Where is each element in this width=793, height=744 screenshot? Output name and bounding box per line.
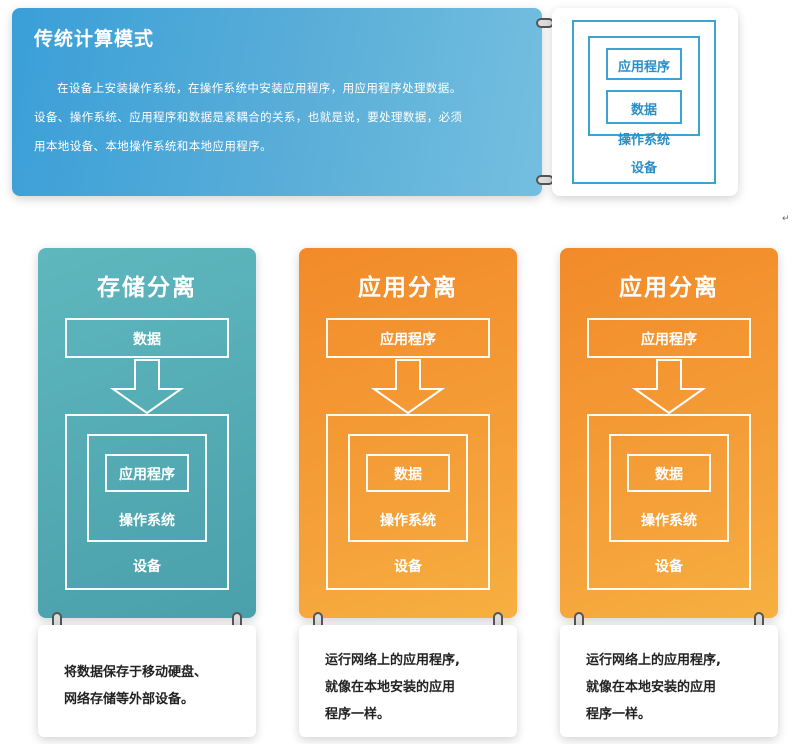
- os-frame: 应用程序 操作系统: [87, 434, 207, 542]
- paragraph-mark-icon: ↵: [782, 214, 790, 224]
- app-box-label: 应用程序: [617, 60, 670, 75]
- column-title: 应用分离: [358, 275, 458, 301]
- app-separation-note-2: 运行网络上的应用程序, 就像在本地安装的应用 程序一样。: [560, 625, 778, 737]
- os-frame: 数据 操作系统: [609, 434, 729, 542]
- device-label: 设备: [394, 559, 422, 575]
- os-frame: 数据 操作系统: [348, 434, 468, 542]
- down-arrow-icon: [371, 359, 445, 415]
- device-frame: 应用程序 数据 操作系统 设备: [572, 20, 716, 184]
- storage-separation-note: 将数据保存于移动硬盘、 网络存储等外部设备。: [38, 625, 256, 737]
- inner-box: 数据: [366, 454, 450, 492]
- os-label: 操作系统: [617, 133, 670, 148]
- app-separation-card: 应用分离 应用程序 数据 操作系统 设备: [299, 248, 517, 618]
- column-title: 应用分离: [619, 275, 719, 301]
- banner-title: 传统计算模式: [34, 28, 155, 50]
- app-box: 应用程序: [606, 48, 682, 80]
- banner-line-1: 在设备上安装操作系统，在操作系统中安装应用程序，用应用程序处理数据。: [57, 81, 462, 95]
- app-separation-note: 运行网络上的应用程序, 就像在本地安装的应用 程序一样。: [299, 625, 517, 737]
- banner-line-3: 用本地设备、本地操作系统和本地应用程序。: [34, 139, 272, 153]
- inner-box: 数据: [627, 454, 711, 492]
- os-label: 操作系统: [119, 513, 175, 529]
- top-box: 应用程序: [326, 318, 490, 358]
- data-box-label: 数据: [630, 103, 657, 118]
- os-frame: 应用程序 数据 操作系统: [588, 36, 700, 148]
- banner-paragraph: 在设备上安装操作系统，在操作系统中安装应用程序，用应用程序处理数据。 设备、操作…: [34, 74, 532, 161]
- inner-box-label: 数据: [655, 467, 683, 483]
- traditional-diagram-card: 应用程序 数据 操作系统 设备: [552, 8, 738, 196]
- os-label: 操作系统: [380, 513, 436, 529]
- device-frame: 数据 操作系统 设备: [326, 414, 490, 590]
- device-label: 设备: [133, 559, 161, 575]
- banner-line-2: 设备、操作系统、应用程序和数据是紧耦合的关系，也就是说，要处理数据，必须: [34, 110, 463, 124]
- top-box-label: 应用程序: [380, 332, 436, 348]
- os-label: 操作系统: [641, 513, 697, 529]
- traditional-computing-banner: 传统计算模式 在设备上安装操作系统，在操作系统中安装应用程序，用应用程序处理数据…: [12, 8, 542, 196]
- note-line: 程序一样。: [586, 707, 652, 722]
- device-frame: 应用程序 操作系统 设备: [65, 414, 229, 590]
- inner-box-label: 数据: [394, 467, 422, 483]
- down-arrow-icon: [110, 359, 184, 415]
- data-box: 数据: [606, 90, 682, 124]
- column-title: 存储分离: [97, 275, 197, 301]
- device-label: 设备: [630, 161, 657, 176]
- top-box-label: 应用程序: [641, 332, 697, 348]
- note-line: 就像在本地安装的应用: [586, 680, 717, 695]
- top-box: 应用程序: [587, 318, 751, 358]
- note-line: 运行网络上的应用程序,: [586, 653, 721, 668]
- note-line: 运行网络上的应用程序,: [325, 653, 460, 668]
- device-label: 设备: [655, 559, 683, 575]
- note-line: 程序一样。: [325, 707, 391, 722]
- device-frame: 数据 操作系统 设备: [587, 414, 751, 590]
- inner-box-label: 应用程序: [119, 467, 175, 483]
- note-line: 将数据保存于移动硬盘、: [64, 665, 208, 680]
- storage-separation-card: 存储分离 数据 应用程序 操作系统 设备: [38, 248, 256, 618]
- note-line: 就像在本地安装的应用: [325, 680, 456, 695]
- top-box-label: 数据: [133, 332, 161, 348]
- note-line: 网络存储等外部设备。: [64, 692, 195, 707]
- down-arrow-icon: [632, 359, 706, 415]
- inner-box: 应用程序: [105, 454, 189, 492]
- top-box: 数据: [65, 318, 229, 358]
- app-separation-card-2: 应用分离 应用程序 数据 操作系统 设备: [560, 248, 778, 618]
